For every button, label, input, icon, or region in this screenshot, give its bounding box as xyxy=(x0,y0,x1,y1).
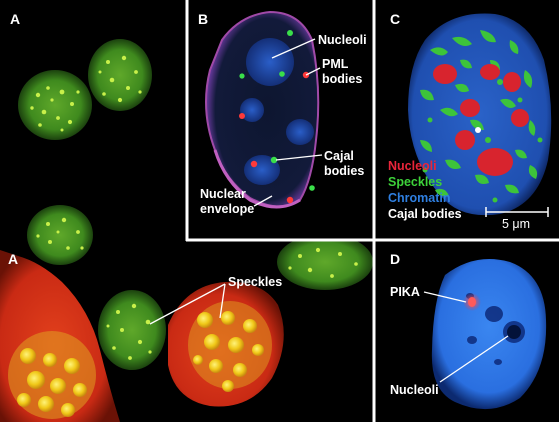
red-cell-bottom-left xyxy=(0,250,120,422)
speckles-callout: Speckles xyxy=(149,275,282,325)
pml-label-line1: PML xyxy=(322,57,349,71)
nucleoli-c xyxy=(433,64,529,176)
panel-d: PIKA Nucleoli D xyxy=(375,242,559,422)
green-nucleus-middle-left xyxy=(27,205,93,265)
panel-c: Nucleoli Speckles Chromatin Cajal bodies… xyxy=(375,0,559,240)
nucleoli-label-b: Nucleoli xyxy=(318,33,367,47)
envelope-label-line2: envelope xyxy=(200,202,254,216)
nuclear-envelope xyxy=(213,149,301,209)
pml-label-line2: bodies xyxy=(322,72,362,86)
legend-item-cajal: Cajal bodies xyxy=(388,207,462,221)
speckles-c xyxy=(420,30,543,203)
cajal-label-line2: bodies xyxy=(324,164,364,178)
green-nucleus-top-right xyxy=(88,39,152,111)
green-nucleus-speckle-labelled xyxy=(98,290,166,370)
red-cell-bottom-center xyxy=(168,281,284,407)
cajal-body-c xyxy=(475,127,481,133)
green-nucleus-top-left xyxy=(18,70,92,140)
panel-c-letter: C xyxy=(390,11,400,27)
pml-bodies xyxy=(239,71,310,204)
panel-dividers xyxy=(185,0,559,422)
panel-a-letter: A xyxy=(10,11,20,27)
cajal-bodies xyxy=(239,30,315,191)
legend-item-speckles: Speckles xyxy=(388,175,442,189)
envelope-label-line1: Nuclear xyxy=(200,187,246,201)
legend-item-nucleoli: Nucleoli xyxy=(388,159,437,173)
legend-item-chromatin: Chromatin xyxy=(388,191,451,205)
legend-c: Nucleoli Speckles Chromatin Cajal bodies xyxy=(388,159,462,221)
cajal-label-line1: Cajal xyxy=(324,149,354,163)
green-nucleus-bottom-right xyxy=(277,234,373,290)
speckles-label: Speckles xyxy=(228,275,282,289)
panel-a-letter-lower: A xyxy=(8,251,18,267)
panel-b: Nucleoli PML bodies Cajal bodies Nuclear… xyxy=(187,0,373,240)
scale-bar-label: 5 μm xyxy=(502,217,530,231)
pika-label: PIKA xyxy=(390,285,420,299)
pika-spot xyxy=(463,293,481,311)
panel-b-letter: B xyxy=(198,11,208,27)
scale-bar-c: 5 μm xyxy=(485,207,549,231)
nucleus-d xyxy=(431,258,547,410)
panel-d-letter: D xyxy=(390,251,400,267)
panel-a: Speckles A A xyxy=(0,11,373,422)
nucleus-c xyxy=(408,13,552,216)
nucleoli-label-d: Nucleoli xyxy=(390,383,439,397)
nucleolus-d xyxy=(507,325,521,339)
